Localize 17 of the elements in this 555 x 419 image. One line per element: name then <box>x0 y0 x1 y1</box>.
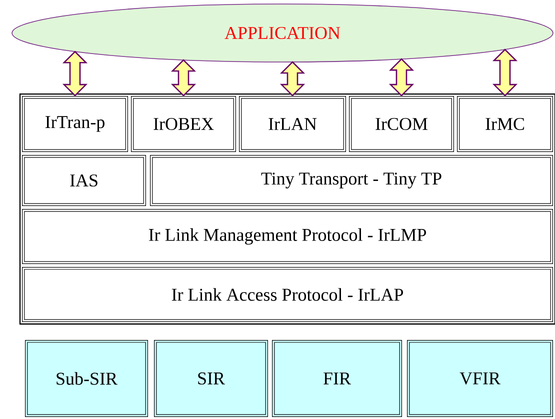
layer-box: IAS <box>22 155 146 206</box>
layer-box: IrLAN <box>239 96 346 152</box>
physical-layer-box: Sub-SIR <box>25 340 148 417</box>
double-arrow <box>170 59 196 96</box>
layer-box: Tiny Transport - Tiny TP <box>150 155 553 206</box>
layer-box: Ir Link Access Protocol - IrLAP <box>22 266 553 322</box>
double-arrow <box>388 58 414 96</box>
double-arrow <box>280 61 306 96</box>
physical-layer-box: FIR <box>272 340 402 417</box>
layer-box: Ir Link Management Protocol - IrLMP <box>22 209 553 264</box>
layer-box: IrTran-p <box>22 96 128 152</box>
double-arrow <box>492 48 518 96</box>
layer-box: IrOBEX <box>131 96 236 152</box>
layer-box: IrMC <box>457 96 553 152</box>
physical-layer-box: SIR <box>154 340 268 417</box>
layer-box: IrCOM <box>349 96 454 152</box>
physical-layer-box: VFIR <box>407 340 553 417</box>
